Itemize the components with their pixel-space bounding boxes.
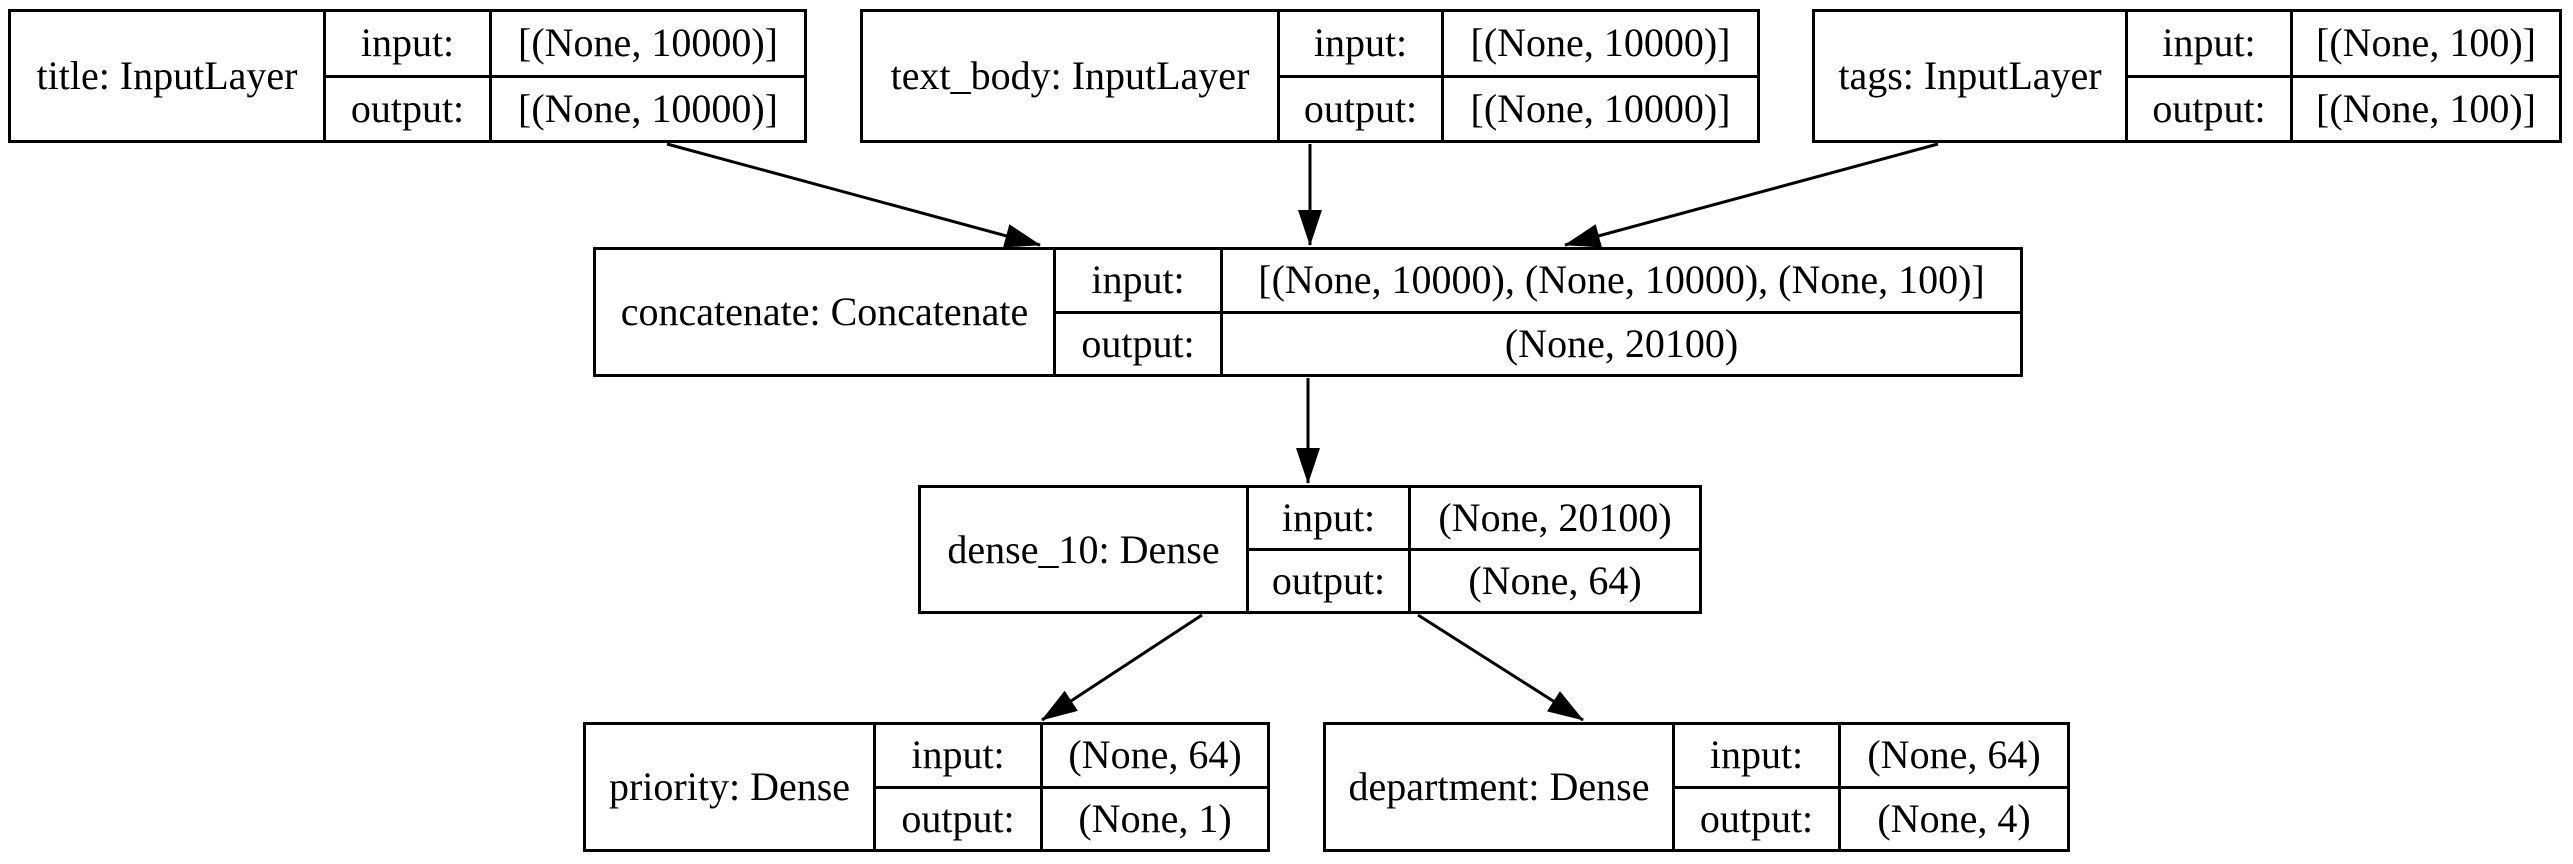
output-shape: [(None, 100)] — [2316, 85, 2536, 131]
node-department: department: Dense input: (None, 64) outp… — [1323, 722, 2070, 852]
output-label: output: — [1056, 313, 1223, 374]
layer-name: tags: InputLayer — [1815, 12, 2128, 140]
output-shape: (None, 64) — [1468, 558, 1642, 603]
input-shape: (None, 64) — [1068, 732, 1242, 778]
output-shape: [(None, 10000)] — [518, 85, 778, 131]
output-label: output: — [326, 77, 492, 140]
input-label: input: — [2128, 12, 2293, 75]
output-shape: [(None, 10000)] — [1470, 85, 1731, 131]
input-shape: [(None, 10000)] — [518, 20, 778, 66]
layer-name: title: InputLayer — [11, 12, 326, 140]
input-label: input: — [1249, 488, 1411, 548]
output-label: output: — [1280, 77, 1444, 140]
edge-dense10-to-priority — [1041, 613, 1203, 722]
layer-name: text_body: InputLayer — [863, 12, 1280, 140]
node-tags-inputlayer: tags: InputLayer input: [(None, 100)] ou… — [1812, 9, 2562, 143]
input-label: input: — [1056, 250, 1223, 311]
output-label: output: — [876, 788, 1043, 849]
layer-name: priority: Dense — [586, 725, 876, 849]
layer-name: concatenate: Concatenate — [596, 250, 1056, 374]
input-shape: [(None, 100)] — [2316, 20, 2536, 66]
node-title-inputlayer: title: InputLayer input: [(None, 10000)]… — [8, 9, 807, 143]
node-concatenate: concatenate: Concatenate input: [(None, … — [593, 247, 2023, 377]
edge-lines — [666, 142, 1939, 722]
layer-name: department: Dense — [1326, 725, 1675, 849]
node-textbody-inputlayer: text_body: InputLayer input: [(None, 100… — [860, 9, 1760, 143]
output-label: output: — [1249, 551, 1411, 611]
input-shape: [(None, 10000), (None, 10000), (None, 10… — [1258, 257, 1985, 303]
input-label: input: — [876, 725, 1043, 786]
edge-title-to-concatenate — [666, 142, 1041, 248]
output-label: output: — [2128, 77, 2293, 140]
output-shape: (None, 4) — [1877, 795, 2031, 841]
output-shape: (None, 1) — [1078, 795, 1232, 841]
node-priority: priority: Dense input: (None, 64) output… — [583, 722, 1270, 852]
input-label: input: — [1675, 725, 1841, 786]
input-label: input: — [1280, 12, 1444, 75]
input-shape: (None, 64) — [1867, 732, 2041, 778]
node-dense10: dense_10: Dense input: (None, 20100) out… — [918, 485, 1702, 614]
edge-dense10-to-department — [1417, 613, 1584, 722]
input-shape: (None, 20100) — [1438, 495, 1672, 540]
edge-tags-to-concatenate — [1564, 142, 1939, 248]
output-shape: (None, 20100) — [1504, 320, 1739, 366]
layer-name: dense_10: Dense — [921, 488, 1249, 611]
input-label: input: — [326, 12, 492, 75]
output-label: output: — [1675, 788, 1841, 849]
input-shape: [(None, 10000)] — [1470, 20, 1731, 66]
